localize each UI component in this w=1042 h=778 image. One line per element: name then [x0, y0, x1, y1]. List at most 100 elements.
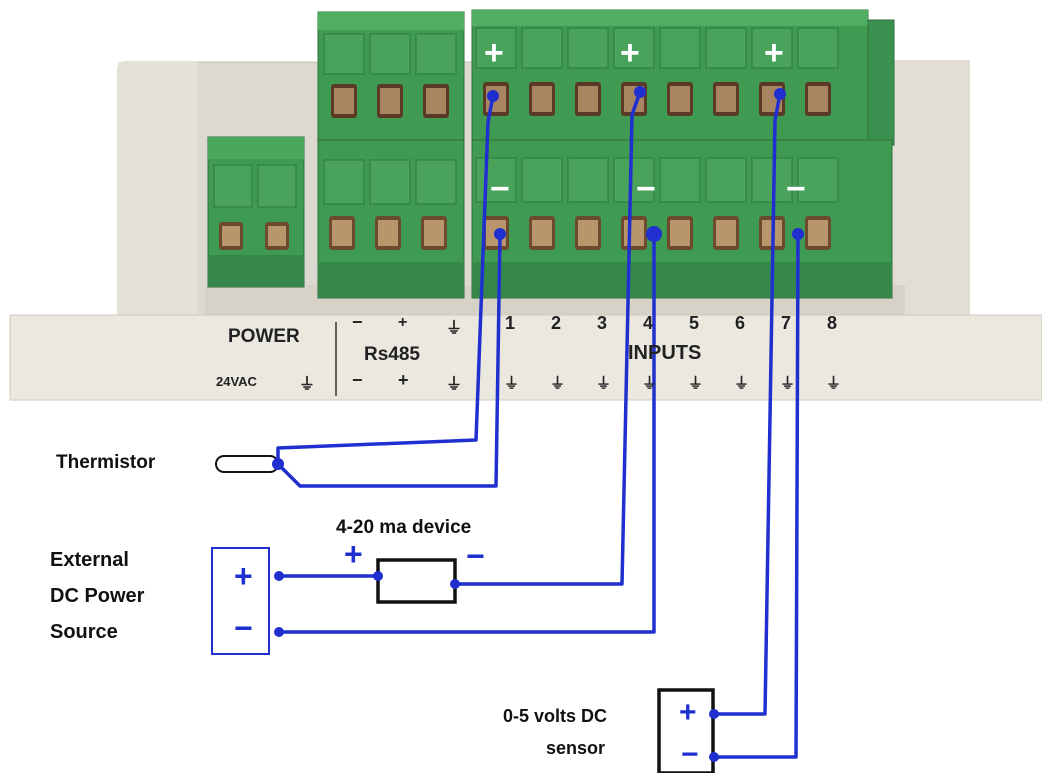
inputs-upper-block [471, 9, 895, 146]
rs485-bottom-ground: ⏚ [446, 376, 463, 393]
rs485-bottom-plus: + [398, 370, 409, 390]
power-screw-2 [265, 222, 289, 250]
junction-input4-plus [634, 86, 646, 98]
thermistor-probe [215, 455, 279, 473]
terminal-minus-mark-input4: − [636, 170, 656, 208]
inputs-upper-cell [613, 27, 655, 69]
input-number-8: 8 [827, 313, 838, 333]
junction-input1-minus [494, 228, 506, 240]
input-ground-symbol: ⏚ [734, 375, 750, 392]
power-title: POWER [228, 326, 300, 347]
input-ground-symbol: ⏚ [826, 375, 842, 392]
terminal-plus-mark-input1: + [484, 34, 504, 72]
rs485-upper-block [317, 11, 465, 143]
inputs-lower-screw [713, 216, 739, 250]
wires [276, 91, 800, 759]
rs485-lower-screw-2 [375, 216, 401, 250]
power-source-label-line2: DC Power [50, 585, 145, 607]
sensor-label-line2: sensor [546, 738, 606, 758]
power-source-label-line3: Source [50, 621, 118, 643]
wire-thermistor-input1-minus [276, 233, 502, 488]
wire-power-minus-input4-minus [279, 234, 656, 634]
inputs-lower-cell [567, 157, 609, 203]
device-box [376, 558, 457, 604]
terminal-minus-mark-input7: − [786, 170, 806, 208]
rs485-upper-screw-3 [423, 84, 449, 118]
rs485-upper-screw-1 [331, 84, 357, 118]
inputs-lower-cell [475, 157, 517, 203]
device-label: 4-20 ma device [336, 517, 472, 538]
rs485-upper-screw-2 [377, 84, 403, 118]
input-ground-symbol: ⏚ [780, 375, 796, 392]
junction-power-minus [274, 627, 284, 637]
inputs-upper-cell [521, 27, 563, 69]
rs485-lower-screw-3 [421, 216, 447, 250]
sensor-label-line1: 0-5 volts DC [503, 706, 608, 726]
rs485-top-minus: − [352, 312, 363, 332]
housing-left-flange [118, 62, 198, 322]
junction-device-right [450, 579, 460, 589]
power-terminal-block [207, 136, 305, 288]
inputs-lower-screw [667, 216, 693, 250]
junction-input7-plus [774, 88, 786, 100]
inputs-upper-screw [713, 82, 739, 116]
inputs-upper-cell [567, 27, 609, 69]
inputs-lower-screw [621, 216, 647, 250]
rs485-lower-screw-1 [329, 216, 355, 250]
inputs-upper-screws [483, 82, 831, 116]
inputs-lower-cell [521, 157, 563, 203]
input-ground-symbol: ⏚ [596, 375, 612, 392]
inputs-lower-cell [705, 157, 747, 203]
input-number-5: 5 [689, 313, 700, 333]
terminal-plus-mark-input7: + [764, 34, 784, 72]
wire-junctions [272, 86, 804, 762]
inputs-upper-screw [529, 82, 555, 116]
junction-input7-minus [792, 228, 804, 240]
wire-sensor-minus-input7-minus [714, 233, 800, 759]
inputs-upper-screw [805, 82, 831, 116]
power-source-box [211, 547, 270, 655]
power-screw-1 [219, 222, 243, 250]
inputs-title: INPUTS [628, 342, 702, 364]
input-ground-symbol: ⏚ [504, 375, 520, 392]
inputs-lower-screw [529, 216, 555, 250]
rs485-title: Rs485 [364, 344, 420, 365]
inputs-upper-screw [575, 82, 601, 116]
inputs-lower-screw [575, 216, 601, 250]
input-number-6: 6 [735, 313, 746, 333]
wire-thermistor-input1-plus [276, 95, 495, 464]
junction-power-plus [274, 571, 284, 581]
junction-sensor-minus [709, 752, 719, 762]
sensor-minus-mark: − [681, 738, 699, 771]
rs485-top-plus: + [398, 314, 408, 331]
inputs-upper-cell [705, 27, 747, 69]
inputs-lower-cell [613, 157, 655, 203]
input-ground-symbol: ⏚ [550, 375, 566, 392]
inputs-lower-cells [475, 157, 839, 203]
inputs-upper-cell [659, 27, 701, 69]
inputs-upper-cell [751, 27, 793, 69]
input-ground-symbol: ⏚ [642, 375, 658, 392]
input-number-7: 7 [781, 313, 792, 333]
inputs-upper-cells [475, 27, 839, 69]
inputs-lower-cell [797, 157, 839, 203]
sensor-box [657, 688, 715, 775]
inputs-upper-screw [667, 82, 693, 116]
inputs-upper-cell [475, 27, 517, 69]
inputs-lower-screws [483, 216, 831, 250]
terminal-minus-mark-input1: − [490, 170, 510, 208]
junction-input1-plus [487, 90, 499, 102]
input-number-2: 2 [551, 313, 562, 333]
rs485-top-ground: ⏚ [446, 320, 463, 337]
wire-sensor-plus-input7-plus [714, 93, 782, 716]
label-plate [9, 314, 1042, 401]
thermistor-label: Thermistor [56, 452, 156, 473]
wire-device-input4-plus [455, 91, 642, 586]
device-plus-mark: + [344, 536, 363, 572]
rs485-lower-block [317, 139, 465, 299]
power-source-plus-mark: + [234, 558, 253, 594]
input-ground-symbol: ⏚ [688, 375, 704, 392]
power-voltage: 24VAC [216, 374, 257, 389]
